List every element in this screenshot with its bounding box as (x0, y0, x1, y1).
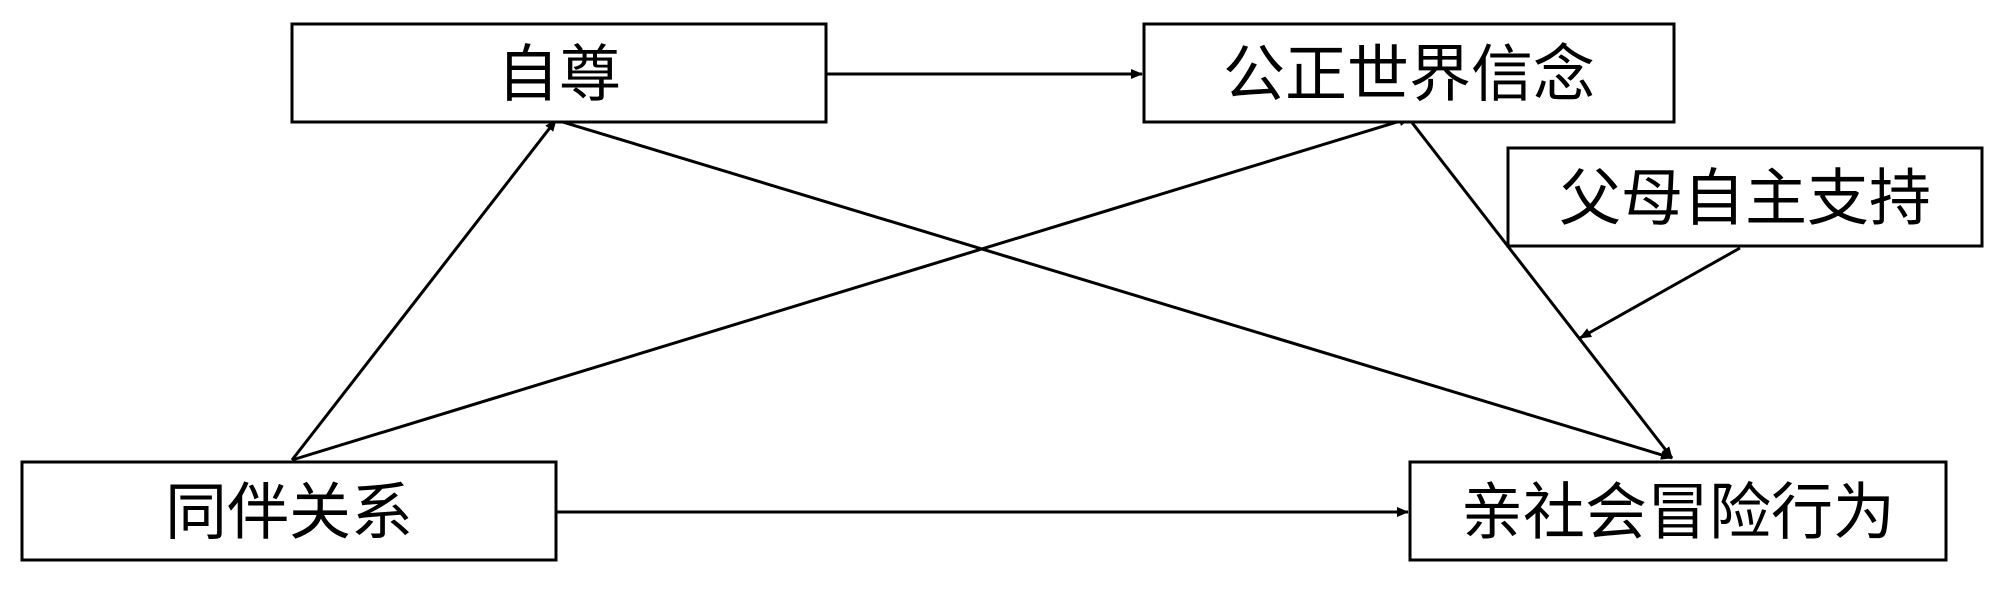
edges (290, 69, 1741, 517)
node-parental-autonomy-support-label: 父母自主支持 (1559, 162, 1931, 235)
node-just-world-belief-label: 公正世界信念 (1223, 38, 1595, 111)
node-peer-relationship-box (20, 460, 558, 562)
edge-self-esteem-to-prosocial-risk-taking (555, 118, 1673, 460)
node-prosocial-risk-taking-box (1408, 460, 1948, 562)
node-peer-relationship-label: 同伴关系 (165, 476, 413, 549)
edge-just-world-belief-to-prosocial-risk-taking (1408, 119, 1674, 459)
node-parental-autonomy-support-box (1506, 146, 1984, 248)
node-self-esteem: 自尊 (290, 22, 828, 124)
edge-peer-relationship-to-just-world-belief (291, 116, 1411, 462)
node-just-world-belief: 公正世界信念 (1142, 22, 1676, 124)
edge-peer-relationship-to-self-esteem (290, 119, 558, 461)
node-prosocial-risk-taking-label: 亲社会冒险行为 (1461, 476, 1895, 549)
node-prosocial-risk-taking: 亲社会冒险行为 (1408, 460, 1948, 562)
node-just-world-belief-box (1142, 22, 1676, 124)
node-parental-autonomy-support: 父母自主支持 (1506, 146, 1984, 248)
node-self-esteem-label: 自尊 (497, 38, 621, 111)
node-self-esteem-box (290, 22, 828, 124)
edge-parental-support-moderation (1579, 246, 1741, 340)
node-peer-relationship: 同伴关系 (20, 460, 558, 562)
